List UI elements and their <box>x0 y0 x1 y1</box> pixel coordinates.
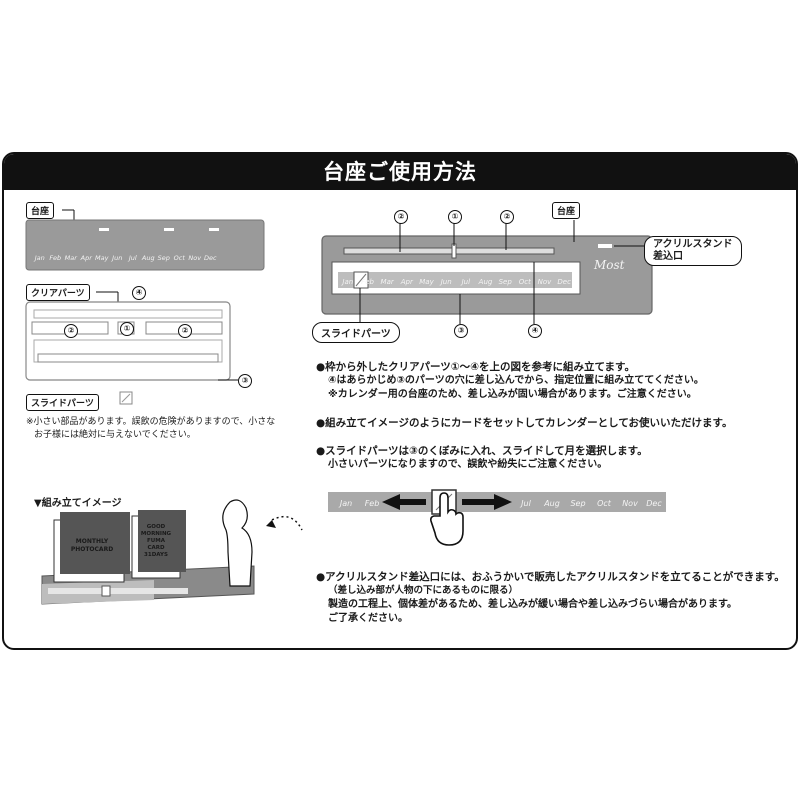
acrylic-stand-figure <box>222 499 253 587</box>
base-slot <box>209 228 219 231</box>
assembly-slider <box>101 585 111 597</box>
instruction-1-line-3: ※カレンダー用の台座のため、差し込みが固い場合があります。ご注意ください。 <box>328 389 697 400</box>
month-label: Oct <box>519 278 531 286</box>
right-num-1: ① <box>448 210 462 224</box>
strip-month-label: Oct <box>597 499 612 508</box>
month-label: Aug <box>141 254 155 262</box>
base-slot <box>99 228 109 231</box>
slide-part-mark <box>121 393 131 403</box>
month-label: May <box>95 254 109 262</box>
month-label: Jun <box>439 278 452 286</box>
assembly-month-strip <box>48 588 188 594</box>
card-monthly-photocard: MONTHLY PHOTOCARD <box>70 538 114 553</box>
month-label: Jan <box>33 254 45 262</box>
right-num-2-right: ② <box>500 210 514 224</box>
instruction-2-line-1: ●組み立てイメージのようにカードをセットしてカレンダーとしてお使いいただけます。 <box>316 417 733 429</box>
instruction-4-line-4: ご了承ください。 <box>328 613 408 624</box>
num-3-label: ③ <box>238 374 252 388</box>
instruction-4-line-3: 製造の工程上、個体差があるため、差し込みが緩い場合や差し込みづらい場合があります… <box>328 599 737 610</box>
right-num-2-left: ② <box>394 210 408 224</box>
pointing-hand-icon <box>430 492 464 546</box>
acrylic-slot <box>598 244 612 248</box>
num-2-label-right: ② <box>178 324 192 338</box>
assembly-image-label: ▼組み立てイメージ <box>34 498 122 509</box>
caution-note-line-1: ※小さい部品があります。誤飲の危険がありますので、小さな <box>26 417 276 427</box>
clear-part-frame-top <box>33 309 223 319</box>
month-label: Nov <box>538 278 553 286</box>
card-line: 31DAYS <box>144 552 168 558</box>
strip-month-label: Nov <box>622 499 638 508</box>
slide-parts-label-left: スライドパーツ <box>26 394 99 411</box>
clear-parts-label: クリアパーツ <box>26 284 90 301</box>
instruction-1-line-1: ●枠から外したクリアパーツ①〜④を上の図を参考に組み立てます。 <box>316 361 635 373</box>
month-label: Jul <box>127 254 137 262</box>
page-title: 台座ご使用方法 <box>4 154 796 190</box>
right-num-3: ③ <box>454 324 468 338</box>
card-line: GOOD <box>146 524 166 530</box>
assembled-part-1 <box>451 243 457 259</box>
instruction-3-line-1: ●スライドパーツは③のくぼみに入れ、スライドして月を選択します。 <box>316 445 648 457</box>
acrylic-label-line-1: アクリルスタンド <box>653 239 733 250</box>
arrow-left-icon <box>382 494 400 510</box>
month-label: Dec <box>204 254 217 262</box>
month-label: Oct <box>174 254 186 262</box>
slider-mark <box>355 273 367 287</box>
card-good-morning: GOOD MORNING FUMA CARD 31DAYS <box>134 524 178 559</box>
month-label: Jul <box>460 278 471 286</box>
month-label: Mar <box>381 278 395 286</box>
month-label: Feb <box>361 278 374 286</box>
arrow-left-shaft <box>400 499 426 505</box>
month-label: Mar <box>65 254 79 262</box>
month-label: Apr <box>80 254 94 262</box>
strip-month-label: Feb <box>365 499 380 508</box>
clear-part-3 <box>37 353 219 363</box>
strip-month-label: Jan <box>338 499 352 508</box>
num-4-label: ④ <box>132 286 146 300</box>
strip-month-label: Jul <box>519 499 531 508</box>
month-label: Nov <box>188 254 201 262</box>
num-2-label-left: ② <box>64 324 78 338</box>
month-label: Aug <box>478 278 493 286</box>
month-label: Jun <box>110 254 122 262</box>
strip-month-label: Dec <box>646 499 662 508</box>
base-plate <box>25 219 265 271</box>
instruction-3-line-2: 小さいパーツになりますので、誤飲や紛失にご注意ください。 <box>328 459 608 470</box>
month-label: Sep <box>499 278 513 286</box>
right-slide-parts-label: スライドパーツ <box>312 322 400 343</box>
assembled-part-2 <box>343 247 555 255</box>
instruction-4-line-2: （差し込み部が人物の下にあるものに限る） <box>328 585 519 596</box>
base-label: 台座 <box>26 202 55 219</box>
caution-note-line-2: お子様には絶対に与えないでください。 <box>34 430 196 440</box>
photocard-left-back <box>60 512 130 574</box>
month-label: Apr <box>400 278 414 286</box>
month-label: Feb <box>49 254 61 262</box>
photocard-right-back <box>138 510 186 572</box>
month-label: Jan <box>340 278 353 286</box>
month-label: May <box>419 278 434 286</box>
month-label: Sep <box>158 254 170 262</box>
assembly-arrow-head <box>266 520 276 528</box>
arrow-right-shaft <box>462 499 494 505</box>
assembled-part-3 <box>338 272 572 288</box>
instruction-1-line-2: ④はあらかじめ③のパーツの穴に差し込んでから、指定位置に組み立ててください。 <box>328 375 704 386</box>
strip-month-label: Aug <box>543 499 560 508</box>
strip-month-label: Sep <box>570 499 585 508</box>
acrylic-slot-label: アクリルスタンド 差込口 <box>644 236 742 266</box>
arrow-right-icon <box>494 494 512 510</box>
card-line: FUMA <box>147 538 165 544</box>
right-base-label: 台座 <box>552 202 581 219</box>
instruction-4-line-1: ●アクリルスタンド差込口には、おふうかいで販売したアクリルスタンドを立てることが… <box>316 571 785 583</box>
base-slot <box>164 228 174 231</box>
card-line: CARD <box>147 545 165 551</box>
month-label: Dec <box>557 278 571 286</box>
brand-mark: Most <box>594 258 625 272</box>
num-1-label: ① <box>120 322 134 336</box>
acrylic-label-line-2: 差込口 <box>653 251 683 262</box>
card-line: MORNING <box>140 531 172 537</box>
right-num-4: ④ <box>528 324 542 338</box>
